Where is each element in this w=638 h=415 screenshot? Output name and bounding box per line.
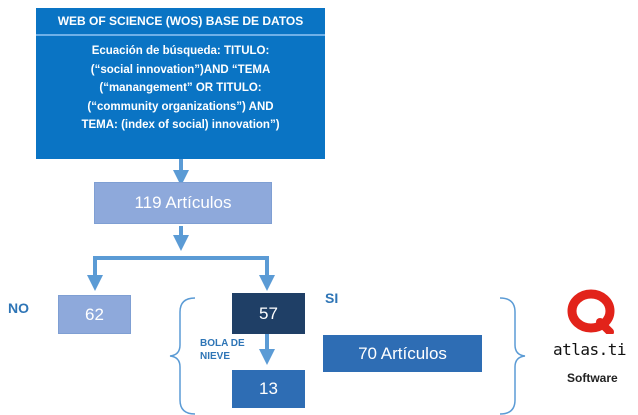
atlasti-logo-text: atlas.ti [553, 340, 627, 359]
articles-119-box: 119 Artículos [94, 182, 272, 224]
left-brace [169, 297, 196, 415]
search-equation-line: (“manangement” OR TITULO: [99, 82, 262, 94]
no-label: NO [8, 300, 29, 316]
atlasti-logo-icon [567, 289, 615, 334]
search-equation-line: (“community organizations”) AND [87, 100, 274, 113]
si-label: SI [325, 290, 339, 306]
si-count-box: 57 [232, 293, 305, 334]
wos-title: WEB OF SCIENCE (WOS) BASE DE DATOS [36, 8, 325, 36]
search-equation-line: (“social innovation”)AND “TEMA [90, 63, 271, 76]
snowball-label-line2: NIEVE [200, 351, 231, 362]
search-equation-line: TEMA: (index of social) innovation”) [81, 119, 280, 131]
right-brace [499, 297, 526, 415]
search-equation-line: Ecuación de búsqueda: TITULO: [91, 45, 270, 57]
wos-database-box: WEB OF SCIENCE (WOS) BASE DE DATOS Ecuac… [36, 8, 325, 159]
search-equation: Ecuación de búsqueda: TITULO: (“social i… [46, 42, 315, 135]
snowball-label-line1: BOLA DE [200, 338, 245, 349]
software-label: Software [567, 371, 618, 385]
snowball-label: BOLA DE NIEVE [200, 337, 245, 363]
split-connector [93, 256, 269, 278]
no-count-box: 62 [58, 295, 131, 334]
snowball-count-box: 13 [232, 370, 305, 408]
articles-70-box: 70 Artículos [323, 335, 482, 372]
